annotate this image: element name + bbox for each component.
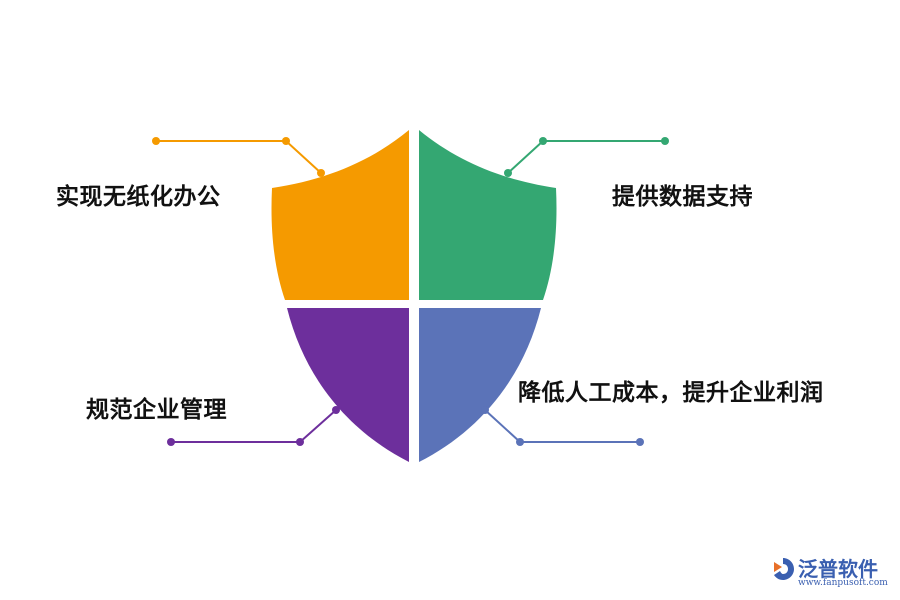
label-bottom-left: 规范企业管理 bbox=[86, 397, 227, 423]
watermark-url: www.fanpusoft.com bbox=[798, 578, 888, 588]
shield-quadrant-top-left bbox=[271, 130, 409, 300]
connector-bottom-left bbox=[167, 406, 340, 446]
watermark-brand: 泛普软件 bbox=[798, 557, 878, 581]
shield-quadrant-bottom-left bbox=[287, 308, 409, 462]
connector-top-left bbox=[152, 137, 325, 177]
brand-logo-icon bbox=[774, 558, 794, 580]
connector-top-right bbox=[504, 137, 669, 177]
label-top-left: 实现无纸化办公 bbox=[56, 184, 221, 210]
connector-bottom-right bbox=[481, 406, 644, 446]
label-top-right: 提供数据支持 bbox=[612, 184, 753, 210]
label-bottom-right: 降低人工成本，提升企业利润 bbox=[518, 380, 824, 406]
shield-quadrant-bottom-right bbox=[419, 308, 541, 462]
shield-quadrant-top-right bbox=[419, 130, 557, 300]
watermark: 泛普软件 www.fanpusoft.com bbox=[770, 553, 895, 595]
